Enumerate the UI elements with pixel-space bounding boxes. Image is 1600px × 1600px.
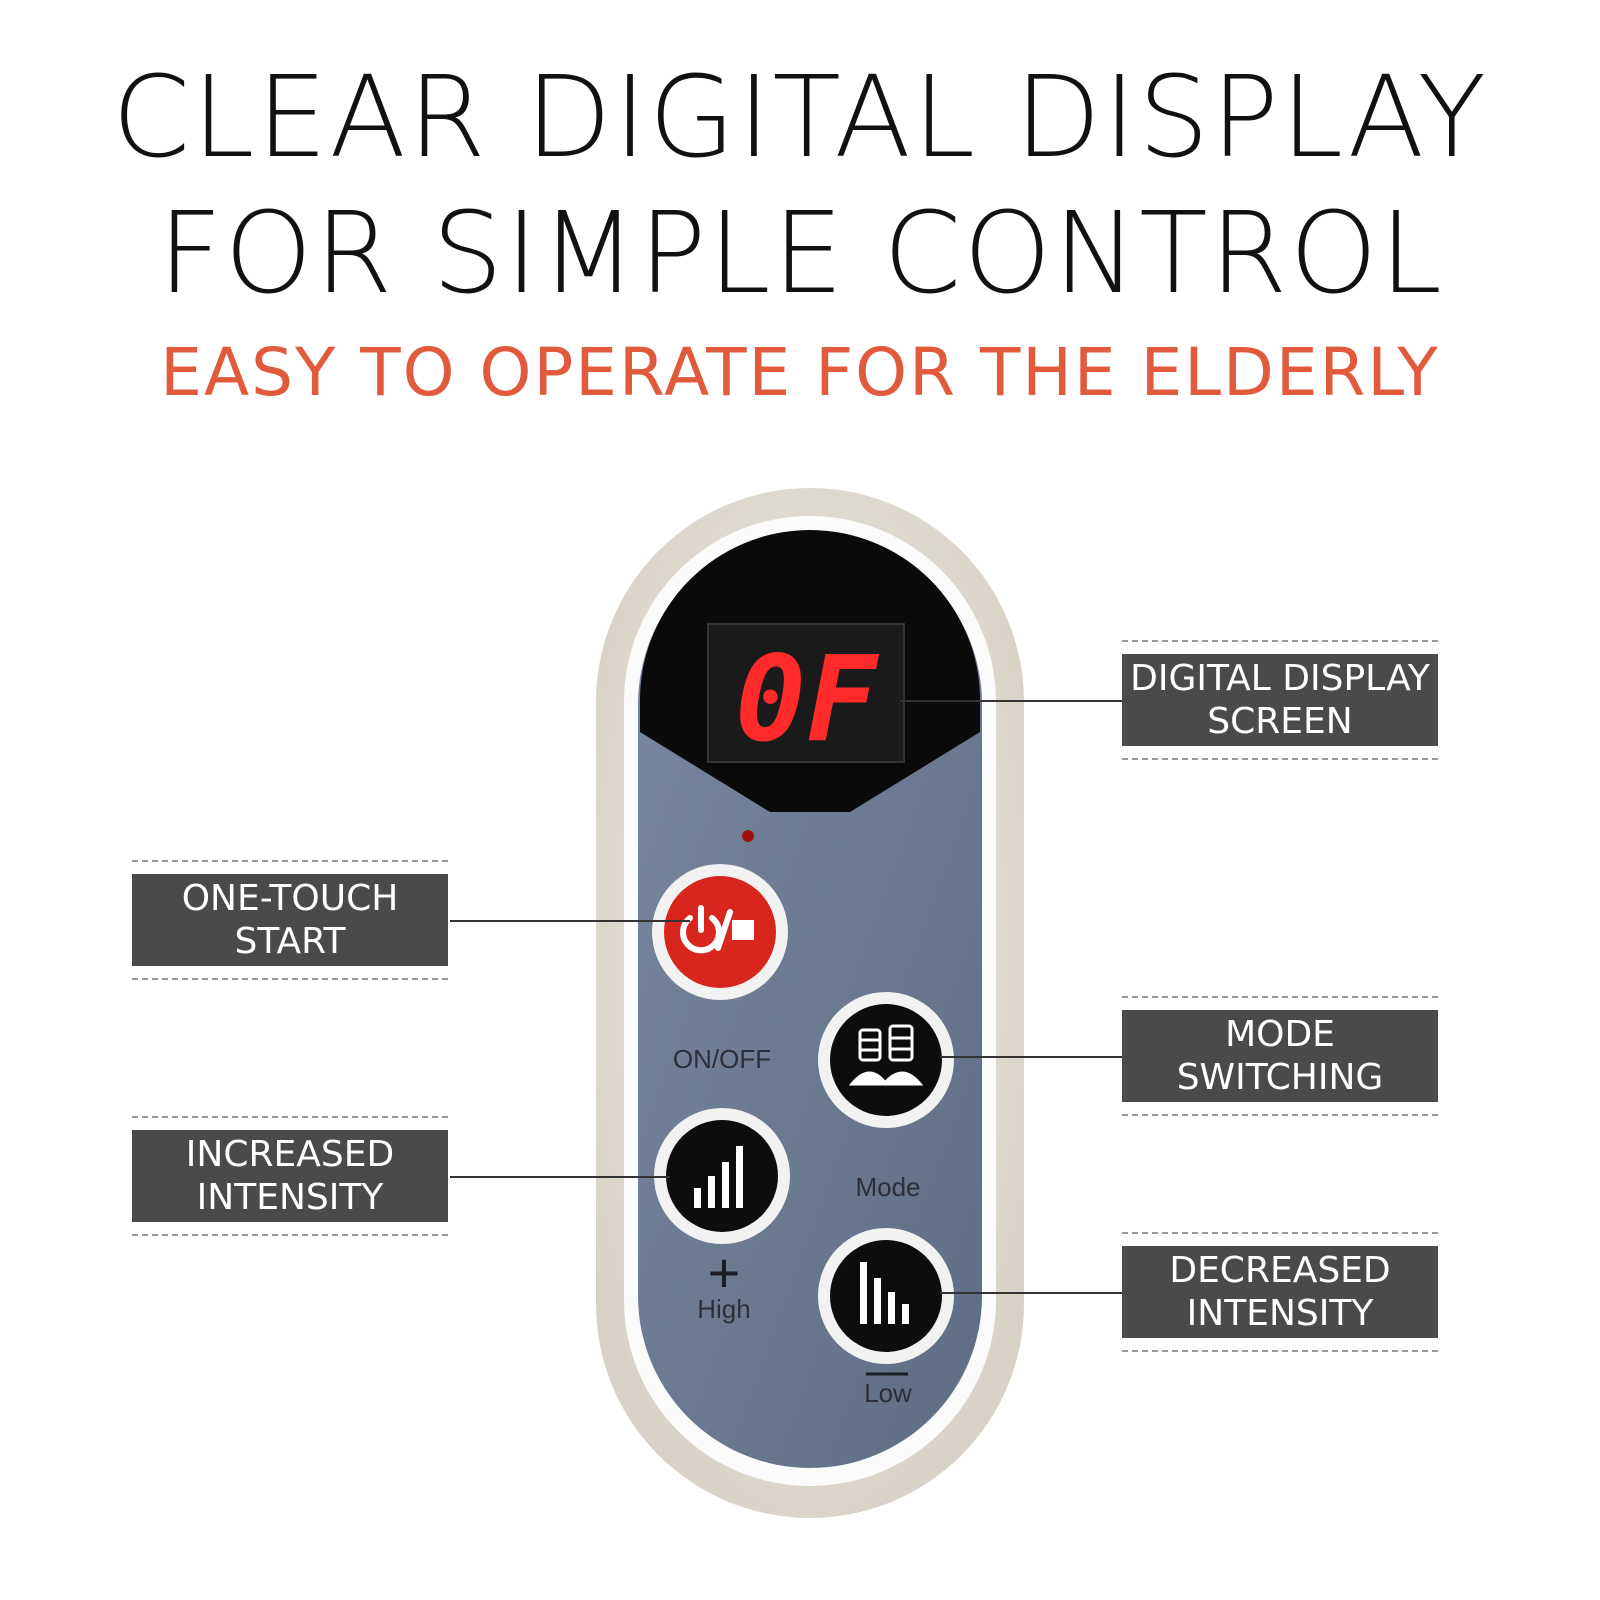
- high-label: High: [697, 1294, 750, 1324]
- power-standby-icon: [680, 905, 733, 954]
- callout-digital-display-line-1: DIGITAL DISPLAY: [1130, 657, 1430, 699]
- callout-decreased-line-2: INTENSITY: [1186, 1293, 1374, 1334]
- callout-digital-display: DIGITAL DISPLAY SCREEN: [1122, 640, 1438, 760]
- connector-increased: [450, 1176, 670, 1178]
- callout-one-touch-start: ONE-TOUCH START: [132, 860, 448, 980]
- mode-button[interactable]: [818, 992, 954, 1128]
- headline-line-1: CLEAR DIGITAL DISPLAY: [111, 53, 1489, 183]
- increase-button[interactable]: [654, 1108, 790, 1244]
- callout-mode-switching: MODE SWITCHING: [1122, 996, 1438, 1116]
- callout-increased-intensity: INCREASED INTENSITY: [132, 1116, 448, 1236]
- callout-digital-display-line-2: SCREEN: [1207, 701, 1353, 742]
- callout-decreased-line-1: DECREASED: [1169, 1249, 1391, 1291]
- mode-label: Mode: [855, 1172, 920, 1202]
- power-button[interactable]: [652, 864, 788, 1000]
- connector-decreased: [940, 1292, 1122, 1294]
- connector-mode: [940, 1056, 1122, 1058]
- signal-bars-increase-icon: [694, 1146, 743, 1208]
- decrease-button[interactable]: [818, 1228, 954, 1364]
- low-label: Low: [864, 1378, 912, 1408]
- high-plus-symbol: +: [708, 1241, 741, 1304]
- signal-bars-decrease-icon: [860, 1262, 909, 1324]
- callout-one-touch-line-1: ONE-TOUCH: [181, 877, 399, 919]
- callout-one-touch-line-2: START: [234, 921, 346, 962]
- connector-digital-display: [900, 700, 1122, 702]
- display-readout: 0F: [735, 630, 880, 768]
- onoff-label: ON/OFF: [673, 1044, 771, 1074]
- callout-mode-line-2: SWITCHING: [1176, 1057, 1384, 1098]
- indicator-led: [742, 830, 754, 842]
- callout-decreased-intensity: DECREASED INTENSITY: [1122, 1232, 1438, 1352]
- breast-pump-mode-icon: [848, 1024, 924, 1086]
- connector-one-touch: [450, 920, 690, 922]
- callout-mode-line-1: MODE: [1225, 1013, 1335, 1055]
- callout-increased-line-1: INCREASED: [185, 1133, 395, 1175]
- subtitle: EASY TO OPERATE FOR THE ELDERLY: [160, 334, 1440, 411]
- headline-line-2: FOR SIMPLE CONTROL: [158, 189, 1444, 319]
- display-screen: [707, 623, 905, 763]
- callout-increased-line-2: INTENSITY: [196, 1177, 384, 1218]
